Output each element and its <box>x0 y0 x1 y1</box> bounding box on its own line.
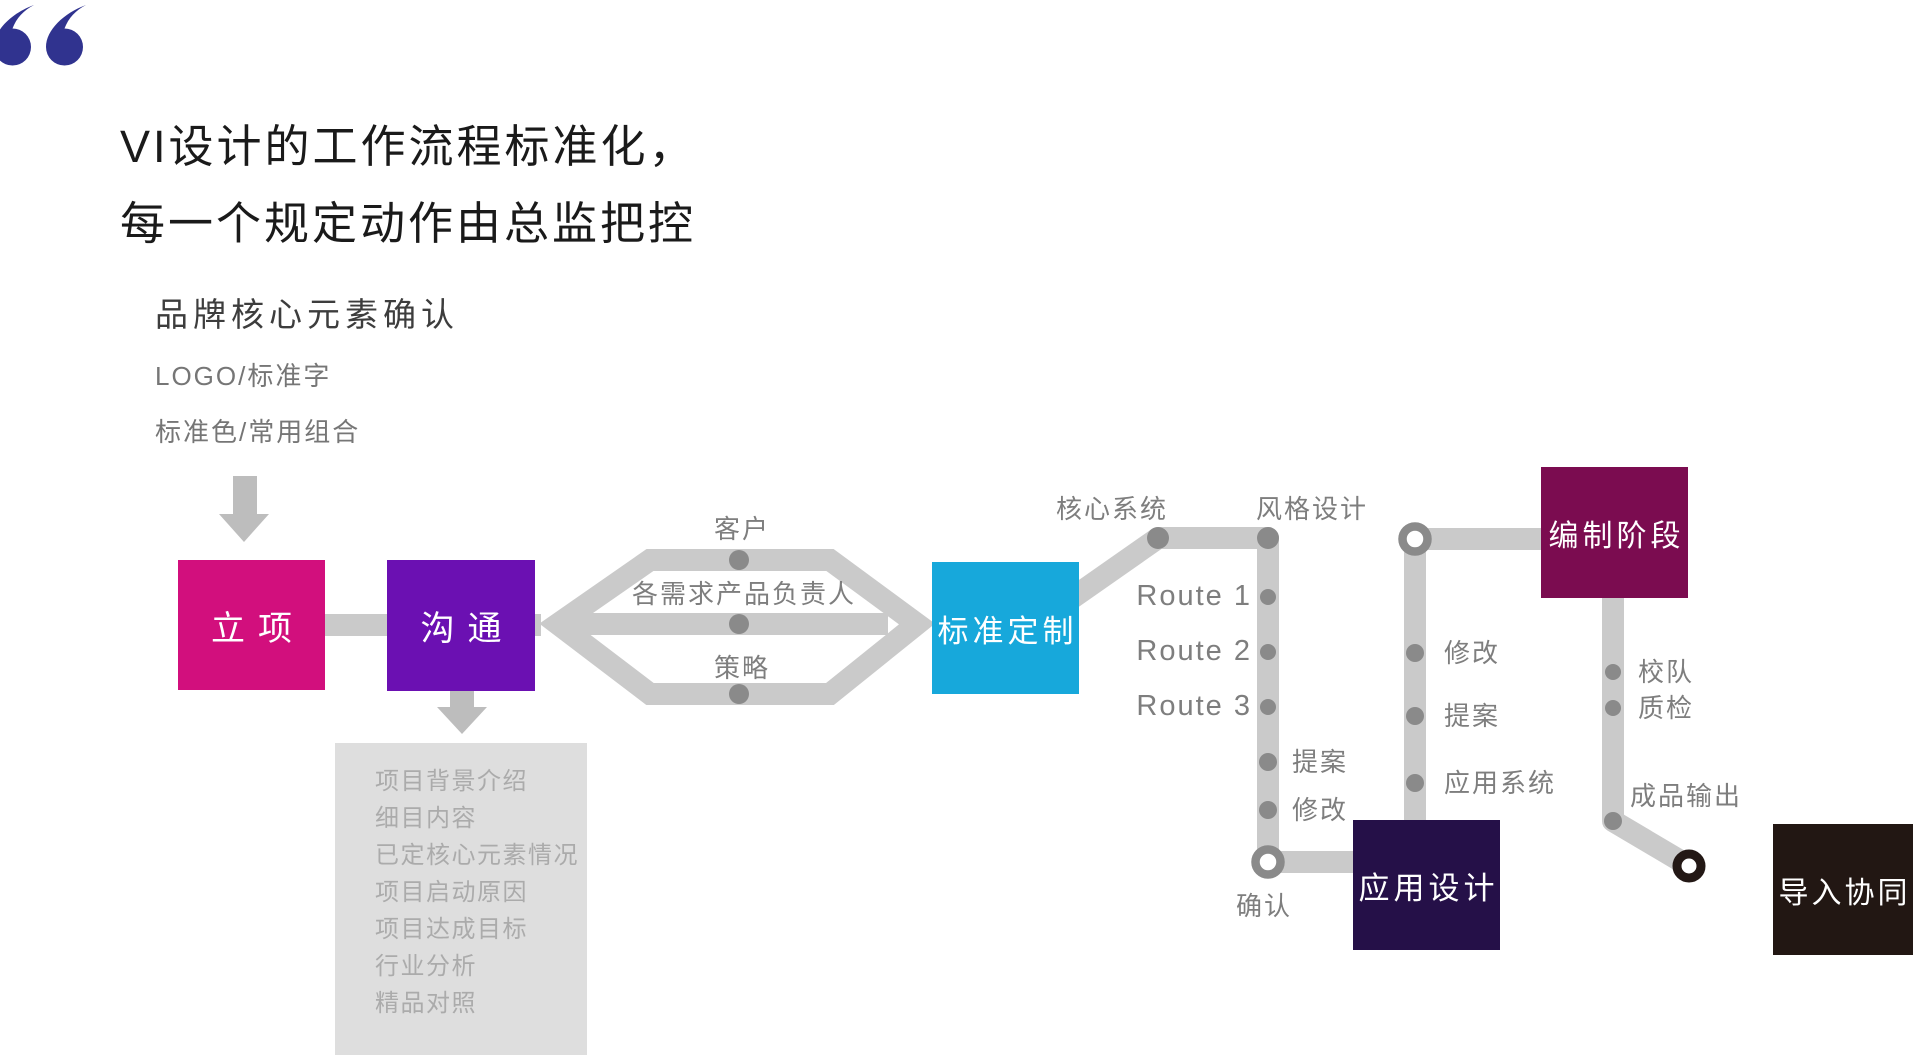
down-arrow-icon <box>437 691 487 734</box>
waypoint-dots <box>729 527 1622 830</box>
dot-route1 <box>1260 589 1276 605</box>
stage-box-yingyong-sheji: 应用设计 <box>1353 820 1500 950</box>
label-chengpin-shuchu: 成品输出 <box>1630 781 1743 811</box>
label-jiaodui: 校队 <box>1638 657 1695 687</box>
stage-box-label: 立项 <box>211 609 305 648</box>
stage-box-label: 标准定制 <box>937 613 1078 649</box>
dot-zhijian <box>1605 700 1621 716</box>
dot-xiugai-2 <box>1406 644 1424 662</box>
stage-box-goutong: 沟通 <box>387 560 535 691</box>
title-line-1: VI设计的工作流程标准化， <box>120 121 697 172</box>
hex-label-xuqiu: 各需求产品负责人 <box>631 579 856 609</box>
comm-detail-item: 项目背景介绍 <box>375 768 528 795</box>
quote-marks-icon <box>0 5 86 66</box>
dot-fengge-sheji <box>1257 527 1279 549</box>
comm-detail-item: 项目达成目标 <box>375 916 528 943</box>
dot-kehu <box>729 550 749 570</box>
comm-detail-item: 细目内容 <box>375 805 477 832</box>
brand-core-heading: 品牌核心元素确认 <box>155 296 459 333</box>
label-tian-2: 提案 <box>1444 701 1501 731</box>
page-title: VI设计的工作流程标准化， 每一个规定动作由总监把控 <box>120 108 697 262</box>
dot-xuqiu <box>729 614 749 634</box>
comm-detail-panel: 项目背景介绍 细目内容 已定核心元素情况 项目启动原因 项目达成目标 行业分析 … <box>335 743 587 1055</box>
dot-xiugai-1 <box>1259 801 1277 819</box>
down-arrow-icon <box>219 476 269 542</box>
brand-core-line-colors: 标准色/常用组合 <box>155 417 361 447</box>
comm-detail-item: 行业分析 <box>375 953 477 980</box>
stage-box-label: 编制阶段 <box>1548 519 1685 553</box>
label-yingyong-xitong: 应用系统 <box>1444 768 1557 798</box>
comm-detail-item: 项目启动原因 <box>375 879 528 906</box>
dot-celue <box>729 684 749 704</box>
label-xiugai-1: 修改 <box>1292 795 1349 825</box>
hex-label-celue: 策略 <box>713 653 770 683</box>
stage-box-daoru-xietong: 导入协同 <box>1773 824 1913 955</box>
route-path-3 <box>1602 590 1695 876</box>
stage-box-label: 应用设计 <box>1358 870 1499 906</box>
label-fengge-sheji: 风格设计 <box>1256 494 1369 524</box>
milestone-circle-bianzhi <box>1398 522 1432 556</box>
brand-core-line-logo: LOGO/标准字 <box>155 361 332 391</box>
milestone-circle-end <box>1672 849 1706 883</box>
dot-jiaodui <box>1605 664 1621 680</box>
stage-box-label: 导入协同 <box>1778 876 1911 910</box>
label-hexin-xitong: 核心系统 <box>1056 494 1169 524</box>
dot-route2 <box>1260 644 1276 660</box>
stage-box-lixiang: 立项 <box>178 560 325 690</box>
title-line-2: 每一个规定动作由总监把控 <box>120 198 697 249</box>
comm-detail-item: 已定核心元素情况 <box>375 842 579 869</box>
dot-tian-1 <box>1259 753 1277 771</box>
dot-route3 <box>1260 699 1276 715</box>
dot-hexin-xitong <box>1147 527 1169 549</box>
label-route-3: Route 3 <box>1136 690 1252 722</box>
label-tian-1: 提案 <box>1292 747 1349 777</box>
stage-box-label: 沟通 <box>420 610 515 648</box>
hexagon-outline <box>539 549 936 705</box>
label-queren: 确认 <box>1235 891 1292 921</box>
dot-chengpin <box>1604 812 1622 830</box>
label-zhijian: 质检 <box>1638 693 1695 723</box>
hex-label-kehu: 客户 <box>713 514 770 544</box>
label-route-1: Route 1 <box>1136 580 1252 612</box>
dot-tian-2 <box>1406 707 1424 725</box>
milestone-circle-queren <box>1251 845 1285 879</box>
dot-yingyong-xitong <box>1406 774 1424 792</box>
comm-detail-item: 精品对照 <box>375 990 477 1017</box>
stage-box-bianzhi-jieduan: 编制阶段 <box>1541 467 1688 598</box>
label-xiugai-2: 修改 <box>1444 638 1501 668</box>
label-route-2: Route 2 <box>1136 635 1252 667</box>
stage-box-biaozhun-dingzhi: 标准定制 <box>932 562 1079 694</box>
